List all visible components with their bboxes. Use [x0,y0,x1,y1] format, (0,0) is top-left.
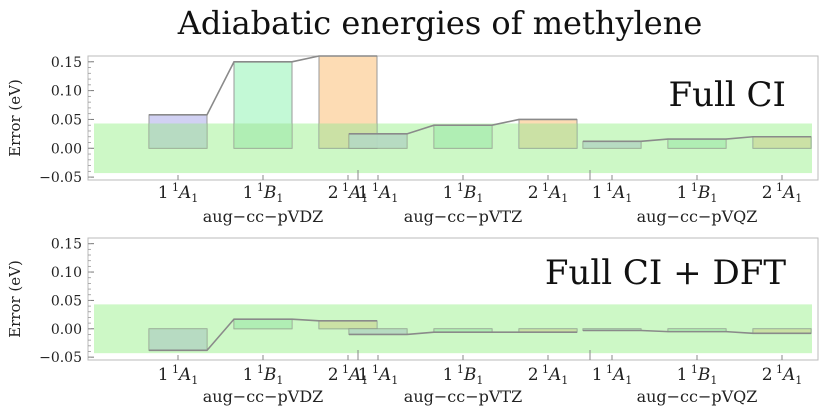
category-label: 1 1A1 [158,181,199,205]
connector-line [149,318,377,352]
panel-full-ci-dft: 0.15 0.10 0.05 0.00 −0.05 Error (eV) 1 1A1 1 1B… [6,237,819,406]
panel-full-ci: 0.15 0.10 0.05 0.00 −0.05 Error (eV) 1 1A1 1 1B… [6,55,819,226]
category-label: 1 1B1 [677,363,718,387]
group-label: aug−cc−pVQZ [637,207,758,226]
bar-overlay [149,328,207,351]
bar-overlay [583,328,641,331]
category-label: 1 1B1 [243,363,284,387]
category-label: 2 1A1 [528,363,569,387]
category-label: 1 1B1 [243,181,284,205]
y-tick-label: 0.00 [51,322,82,338]
bar-overlay [434,125,492,149]
bar-overlay [753,328,811,334]
connector-line [583,329,811,335]
bar-overlay [234,123,292,149]
plot-frame [87,237,819,361]
y-tick-label: −0.05 [39,350,82,366]
y-tick-label: 0.15 [51,237,82,253]
bar-overlay [319,320,377,329]
panel-label: Full CI [669,75,787,115]
bar-overlay [668,139,726,149]
bar-overlay [519,328,577,333]
bar-overlay [349,133,407,149]
group-label: aug−cc−pVTZ [404,387,522,406]
category-label: 1 1A1 [358,363,399,387]
y-tick-label: 0.10 [51,265,82,281]
y-tick-label: 0.05 [51,293,82,309]
panel-label: Full CI + DFT [545,253,786,293]
bar-overlay [349,328,407,335]
bar-overlay [519,123,577,149]
category-label: 1 1B1 [443,363,484,387]
bar-overlay [434,328,492,333]
category-label: 2 1A1 [328,363,369,387]
bar-overlay [668,328,726,332]
connector-line [349,331,577,336]
plot-frame [87,55,819,181]
bar-overlay [234,319,292,329]
group-label: aug−cc−pVDZ [203,387,324,406]
category-label: 1 1B1 [443,181,484,205]
category-label: 1 1A1 [358,181,399,205]
y-tick-label: 0.10 [51,84,82,100]
category-label: 2 1A1 [762,363,803,387]
y-axis-label: Error (eV) [6,260,24,338]
category-label: 1 1A1 [592,363,633,387]
bar-overlay [149,123,207,149]
group-label: aug−cc−pVQZ [637,387,758,406]
y-tick-label: 0.00 [51,141,82,157]
bar-overlay [583,141,641,149]
group-label: aug−cc−pVTZ [404,207,522,226]
y-tick-label: 0.15 [51,55,82,71]
category-label: 1 1A1 [158,363,199,387]
category-label: 1 1A1 [592,181,633,205]
connector-line [583,135,811,143]
y-tick-label: −0.05 [39,170,82,186]
category-label: 2 1A1 [528,181,569,205]
bar-overlay [753,136,811,149]
category-label: 1 1B1 [677,181,718,205]
group-label: aug−cc−pVDZ [203,207,324,226]
connector-line [349,118,577,135]
category-label: 2 1A1 [328,181,369,205]
chart-title: Adiabatic energies of methylene [177,4,703,42]
category-label: 2 1A1 [762,181,803,205]
y-axis-label: Error (eV) [6,79,24,157]
connector-line [149,55,377,116]
y-tick-label: 0.05 [51,112,82,128]
